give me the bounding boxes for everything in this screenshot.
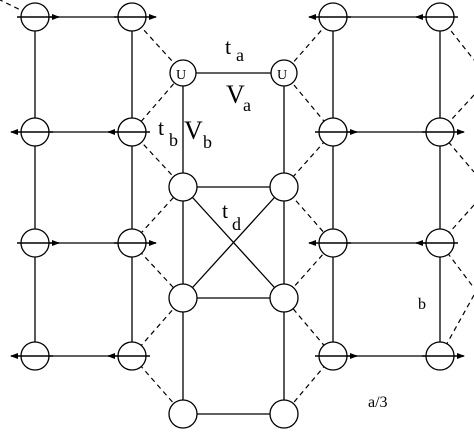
site-c-4l: [168, 399, 198, 429]
label-a3: a/3: [368, 394, 388, 411]
site-c-3r: [269, 283, 299, 313]
label-u-right: U: [277, 68, 287, 83]
label-tb: t: [158, 115, 164, 140]
site-c-4r: [269, 399, 299, 429]
label-vb-sub: b: [203, 132, 212, 152]
label-td: t: [222, 198, 228, 223]
site-c-3l: [168, 283, 198, 313]
spin-arrows: [10, 14, 465, 359]
label-tb-sub: b: [169, 130, 178, 150]
dash-edge-2: [439, 94, 474, 173]
site-c-2r: [269, 172, 299, 202]
label-vb: V: [184, 116, 203, 145]
site-c-u-left: [169, 59, 197, 87]
label-b: b: [418, 296, 426, 313]
left-ladder: [34, 16, 133, 357]
site-c-u-right: [270, 59, 298, 87]
label-va: V: [226, 80, 245, 109]
diagonal-td-2: [182, 186, 285, 299]
label-va-sub: a: [243, 95, 251, 115]
label-ta-sub: a: [236, 45, 244, 65]
site-c-2l: [168, 172, 198, 202]
label-td-sub: d: [232, 214, 241, 234]
label-ta: t: [225, 34, 231, 59]
center-ladder: [182, 72, 285, 415]
labels: U U t a V a t b V b t d b a/3: [158, 34, 426, 411]
label-u-left: U: [176, 68, 186, 83]
dash-edge-left-1: [0, 0, 36, 18]
